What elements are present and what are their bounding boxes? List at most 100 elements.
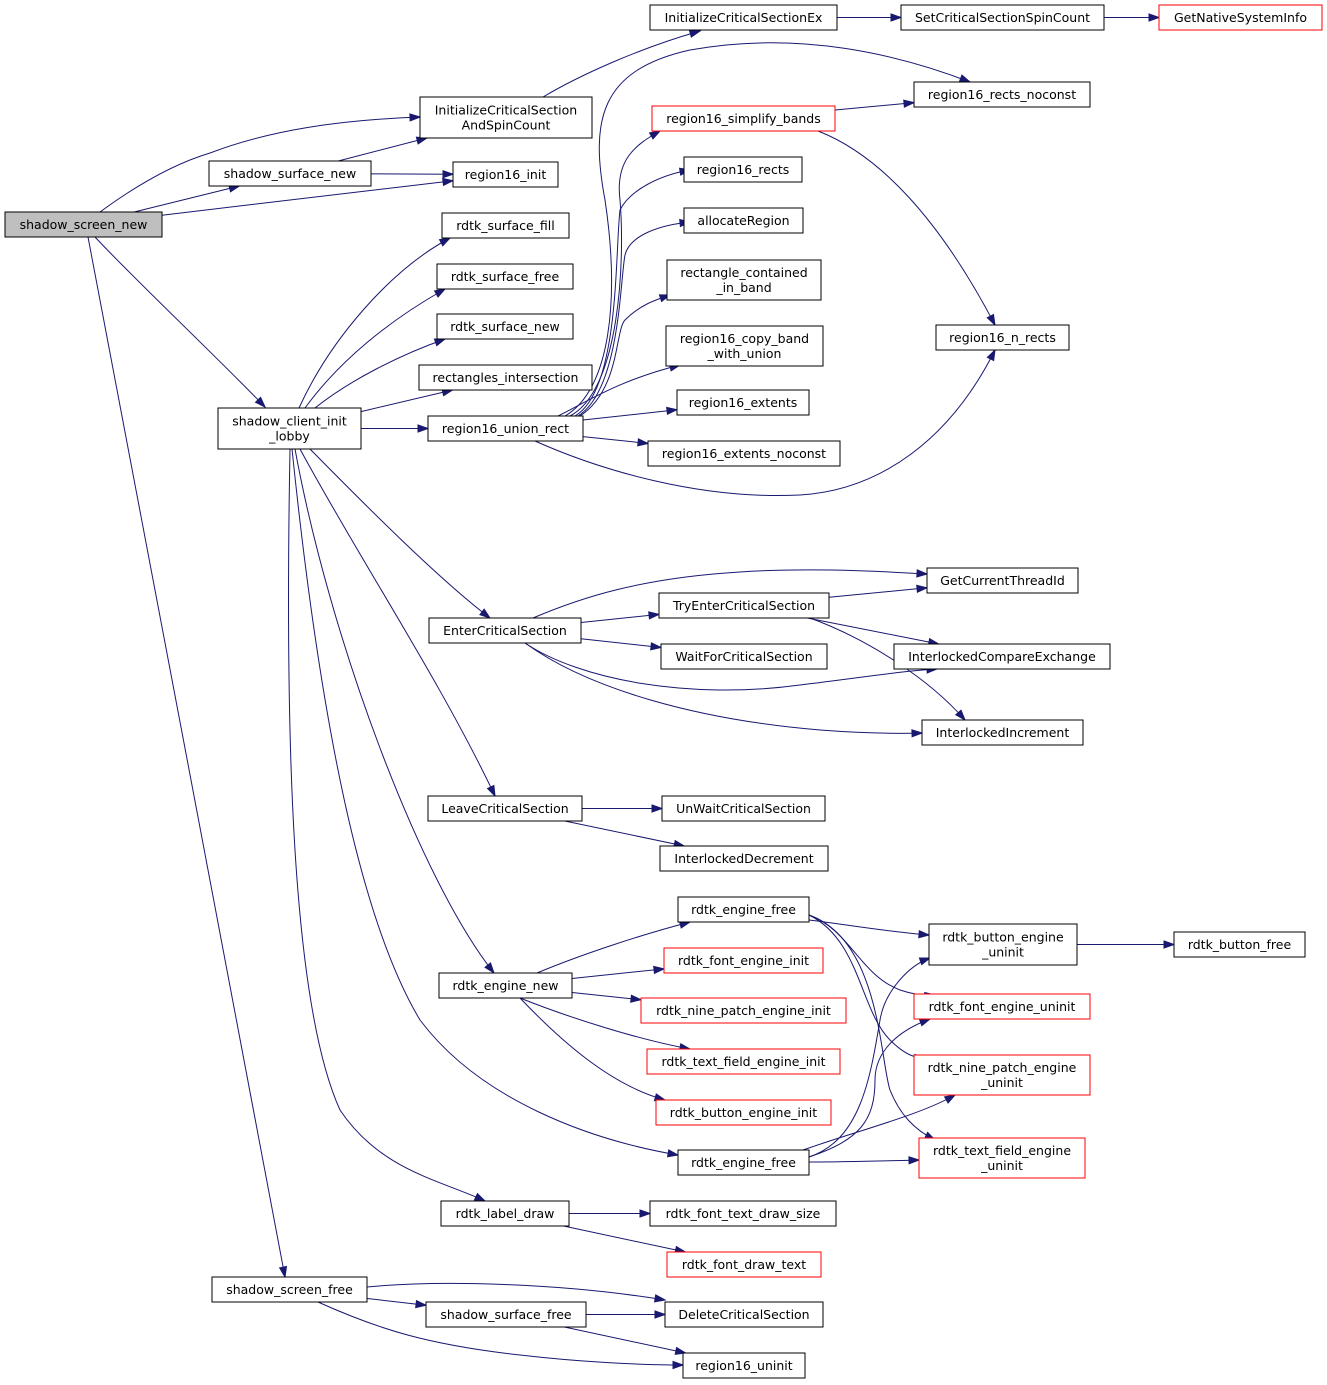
node-shadow-screen-free[interactable]: shadow_screen_free — [211, 1276, 368, 1303]
node-GetNativeSystemInfo[interactable]: GetNativeSystemInfo — [1158, 4, 1323, 31]
arrowhead-icon — [433, 338, 447, 347]
node-label: _uninit — [981, 945, 1024, 960]
node-label: allocateRegion — [697, 213, 789, 228]
arrowhead-icon — [654, 1310, 667, 1319]
node-region16-union-rect[interactable]: region16_union_rect — [427, 415, 584, 442]
node-rdtk-button-free[interactable]: rdtk_button_free — [1173, 931, 1306, 958]
node-rdtk-text-field-engine-init[interactable]: rdtk_text_field_engine_init — [646, 1048, 841, 1075]
node-region16-simplify-bands[interactable]: region16_simplify_bands — [651, 105, 836, 132]
node-rdtk-button-engine-init[interactable]: rdtk_button_engine_init — [655, 1099, 832, 1126]
arrowhead-icon — [442, 170, 455, 179]
arrowhead-icon — [666, 1149, 680, 1158]
node-label: rdtk_nine_patch_engine — [928, 1060, 1077, 1075]
node-region16-init[interactable]: region16_init — [452, 161, 559, 188]
node-WaitForCriticalSection[interactable]: WaitForCriticalSection — [660, 643, 828, 670]
node-UnWaitCriticalSection[interactable]: UnWaitCriticalSection — [661, 795, 826, 822]
node-label: region16_copy_band — [680, 331, 809, 346]
node-label: rdtk_button_free — [1188, 937, 1292, 952]
node-shadow-screen-new[interactable]: shadow_screen_new — [4, 211, 163, 238]
node-label: region16_init — [465, 167, 547, 182]
node-label: rdtk_engine_free — [691, 1155, 796, 1170]
node-layer: shadow_screen_new InitializeCriticalSecti… — [4, 4, 1323, 1379]
node-region16-n-rects[interactable]: region16_n_rects — [935, 324, 1070, 351]
node-label: region16_union_rect — [442, 421, 569, 436]
node-rdtk-surface-new[interactable]: rdtk_surface_new — [436, 313, 574, 340]
node-SetCriticalSectionSpinCount[interactable]: SetCriticalSectionSpinCount — [900, 4, 1105, 31]
arrowhead-icon — [653, 965, 666, 975]
node-label: rdtk_surface_new — [450, 319, 560, 334]
arrowhead-icon — [630, 994, 643, 1003]
node-region16-uninit[interactable]: region16_uninit — [682, 1352, 806, 1379]
node-GetCurrentThreadId[interactable]: GetCurrentThreadId — [926, 567, 1079, 594]
node-LeaveCriticalSection[interactable]: LeaveCriticalSection — [427, 795, 583, 822]
edge-shadow_surface_free-to-DeleteCriticalSection — [586, 1310, 667, 1319]
node-label: region16_extents — [689, 395, 797, 410]
node-rdtk-font-text-draw-size[interactable]: rdtk_font_text_draw_size — [649, 1200, 837, 1227]
edge-shadow_screen_free-to-DeleteCriticalSection — [366, 1282, 667, 1303]
edge-region16_simplify_bands-to-region16_rects_noconst — [834, 99, 916, 111]
node-region16-extents[interactable]: region16_extents — [676, 389, 810, 416]
node-InterlockedCompareExchange[interactable]: InterlockedCompareExchange — [893, 643, 1111, 670]
node-DeleteCriticalSection[interactable]: DeleteCriticalSection — [664, 1301, 824, 1328]
node-InitializeCriticalSectionEx[interactable]: InitializeCriticalSectionEx — [649, 4, 838, 31]
node-rectangles-intersection[interactable]: rectangles_intersection — [418, 364, 593, 391]
arrowhead-icon — [648, 611, 661, 620]
node-shadow-surface-new[interactable]: shadow_surface_new — [208, 160, 372, 187]
node-rdtk-font-draw-text[interactable]: rdtk_font_draw_text — [666, 1251, 822, 1278]
node-label: _uninit — [980, 1158, 1023, 1173]
arrowhead-icon — [479, 608, 492, 619]
node-label: InterlockedIncrement — [936, 725, 1070, 740]
arrowhead-icon — [890, 13, 903, 22]
node-rdtk-engine-free-b[interactable]: rdtk_engine_free — [677, 1149, 810, 1176]
node-label: rdtk_button_engine_init — [670, 1105, 817, 1120]
node-rdtk-surface-fill[interactable]: rdtk_surface_fill — [441, 212, 570, 239]
node-TryEnterCriticalSection[interactable]: TryEnterCriticalSection — [658, 592, 830, 619]
node-region16-rects-noconst[interactable]: region16_rects_noconst — [913, 81, 1091, 108]
edge-shadow_client_init_lobby-to-rectangles_intersection — [360, 388, 455, 413]
node-label: rdtk_engine_free — [691, 902, 796, 917]
node-rdtk-font-engine-uninit[interactable]: rdtk_font_engine_uninit — [913, 993, 1091, 1020]
node-label: TryEnterCriticalSection — [672, 598, 815, 613]
node-rdtk-engine-new[interactable]: rdtk_engine_new — [438, 972, 573, 999]
node-InterlockedDecrement[interactable]: InterlockedDecrement — [659, 845, 829, 872]
arrowhead-icon — [918, 1018, 932, 1027]
node-rdtk-button-engine-uninit[interactable]: rdtk_button_engine_uninit — [928, 923, 1078, 966]
edge-rdtk_engine_new-to-rdtk_nine_patch_engine_init — [571, 991, 643, 1003]
node-region16-copy-band-with-union[interactable]: region16_copy_band_with_union — [665, 325, 824, 367]
node-rdtk-nine-patch-engine-init[interactable]: rdtk_nine_patch_engine_init — [640, 997, 847, 1024]
node-label: EnterCriticalSection — [443, 623, 567, 638]
node-shadow-surface-free[interactable]: shadow_surface_free — [425, 1301, 587, 1328]
node-region16-rects[interactable]: region16_rects — [683, 156, 803, 183]
arrowhead-icon — [903, 99, 916, 108]
node-rdtk-font-engine-init[interactable]: rdtk_font_engine_init — [663, 947, 824, 974]
node-label: region16_simplify_bands — [666, 111, 821, 126]
node-InterlockedIncrement[interactable]: InterlockedIncrement — [921, 719, 1084, 746]
node-rdtk-engine-free-a[interactable]: rdtk_engine_free — [677, 896, 810, 923]
node-rdtk-nine-patch-engine-uninit[interactable]: rdtk_nine_patch_engine_uninit — [913, 1054, 1091, 1096]
node-rdtk-surface-free[interactable]: rdtk_surface_free — [436, 263, 574, 290]
arrowhead-icon — [672, 1360, 685, 1370]
node-label: InterlockedDecrement — [674, 851, 813, 866]
arrowhead-icon — [916, 584, 929, 593]
node-label: SetCriticalSectionSpinCount — [915, 10, 1090, 25]
node-label: region16_rects_noconst — [928, 87, 1076, 102]
node-rdtk-text-field-engine-uninit[interactable]: rdtk_text_field_engine_uninit — [918, 1137, 1086, 1179]
edge-EnterCriticalSection-to-WaitForCriticalSection — [580, 638, 663, 651]
node-label: shadow_client_init — [232, 414, 347, 429]
arrowhead-icon — [409, 113, 422, 122]
node-shadow-client-init-lobby[interactable]: shadow_client_init_lobby — [217, 407, 362, 450]
node-region16-extents-noconst[interactable]: region16_extents_noconst — [647, 440, 841, 467]
node-rectangle-contained-in-band[interactable]: rectangle_contained_in_band — [666, 259, 822, 301]
node-label: rectangles_intersection — [433, 370, 579, 385]
arrowhead-icon — [438, 237, 452, 247]
node-allocateRegion[interactable]: allocateRegion — [683, 207, 804, 234]
edge-region16_union_rect-to-region16_n_rects — [534, 348, 996, 497]
edge-region16_union_rect-to-region16_extents_noconst — [582, 436, 650, 447]
edge-shadow_client_init_lobby-to-region16_union_rect — [361, 424, 430, 433]
node-label: rdtk_surface_fill — [456, 218, 555, 233]
node-rdtk-label-draw[interactable]: rdtk_label_draw — [440, 1200, 570, 1227]
node-EnterCriticalSection[interactable]: EnterCriticalSection — [428, 617, 582, 644]
node-label: shadow_screen_free — [226, 1282, 353, 1297]
